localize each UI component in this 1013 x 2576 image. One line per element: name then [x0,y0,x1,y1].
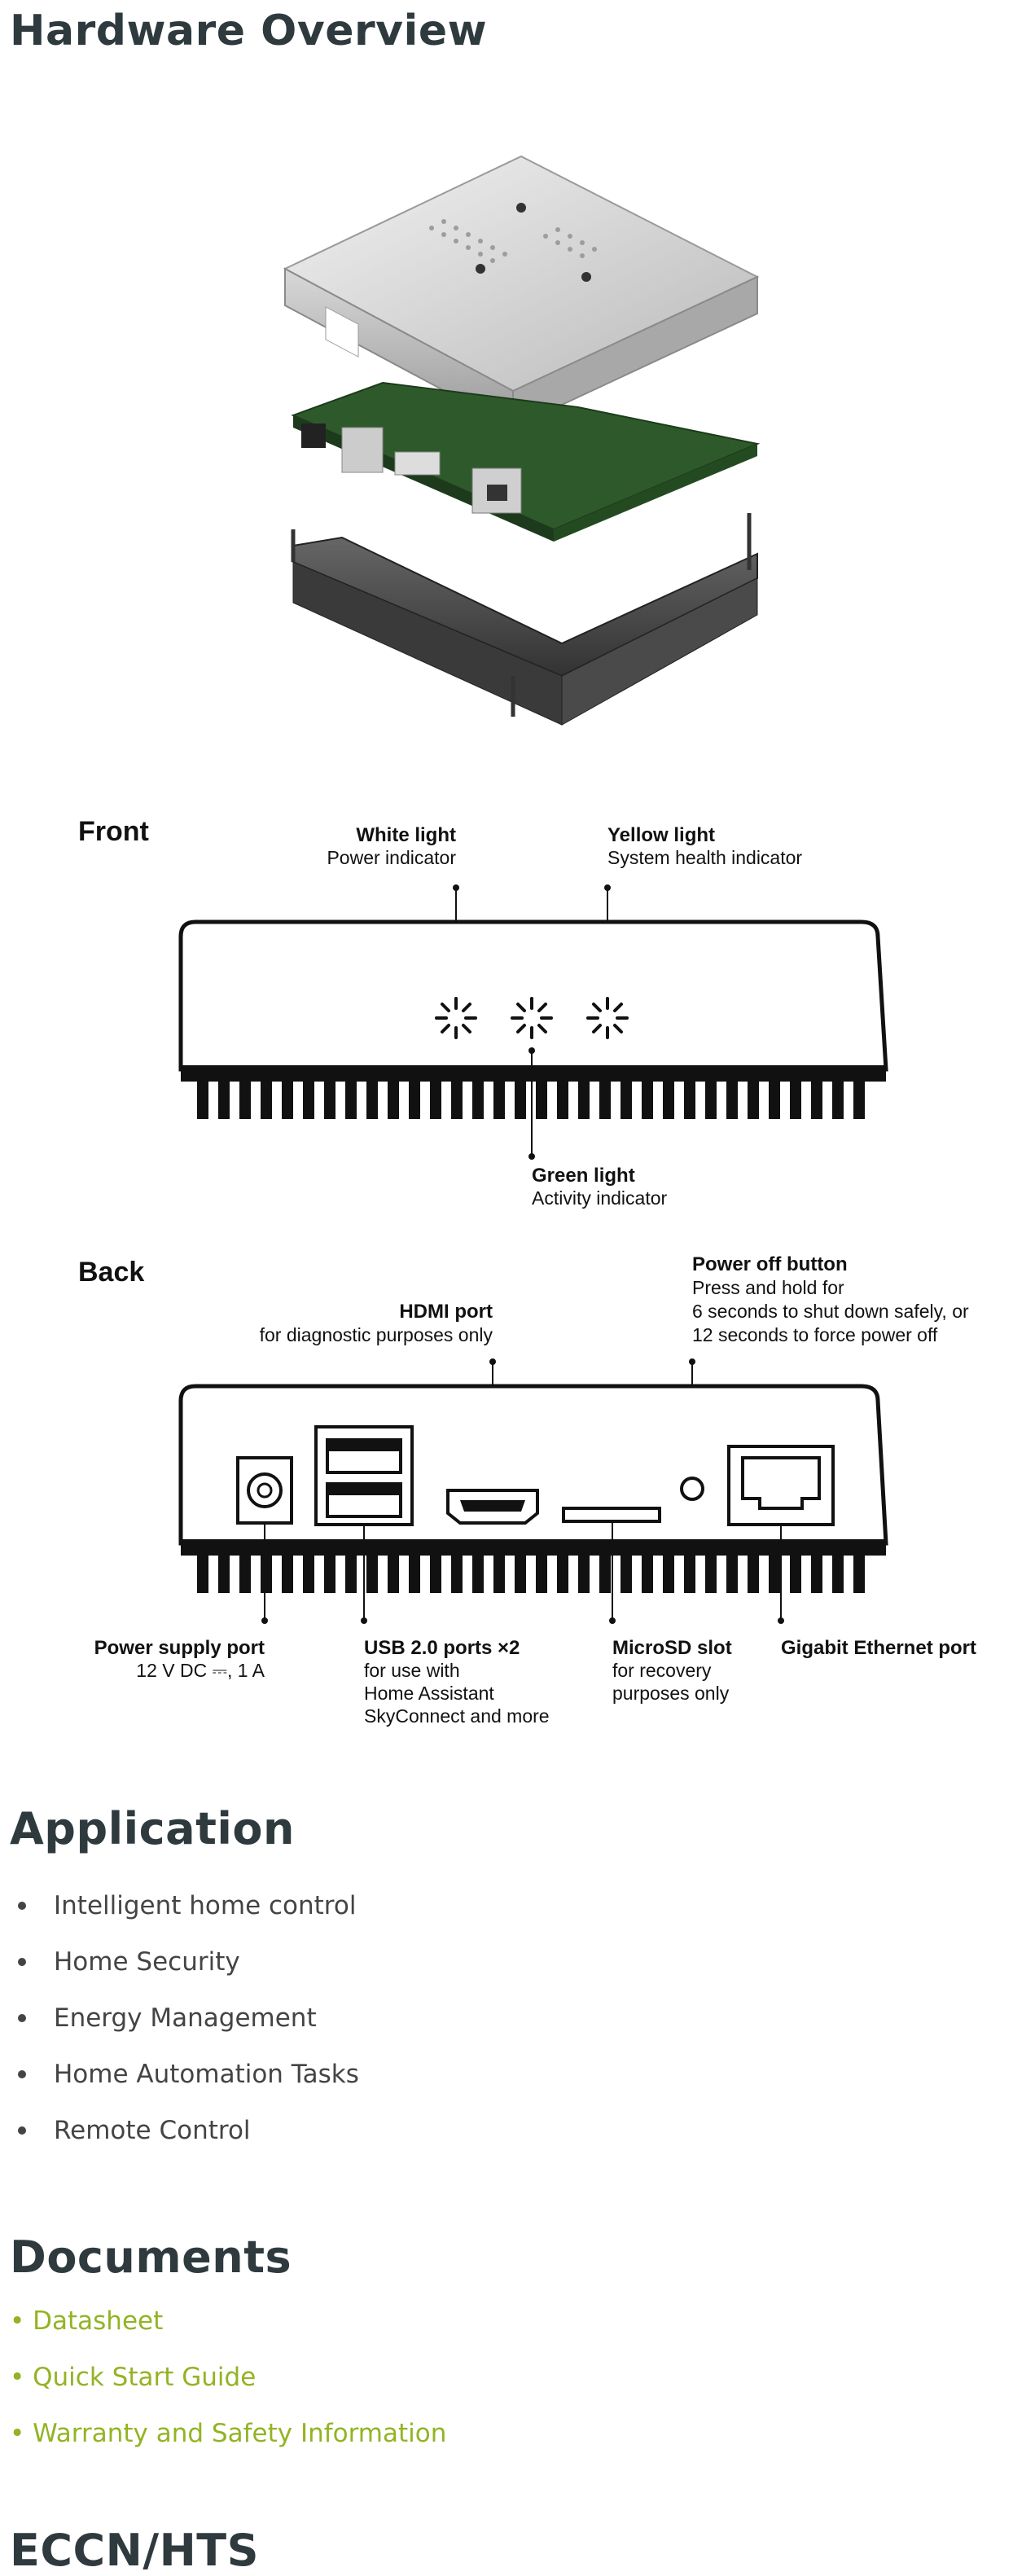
power-supply-port-label: Power supply port [94,1637,265,1659]
yellow-light-icon [586,997,629,1039]
back-heading: Back [78,1257,144,1288]
hdmi-port-desc: for diagnostic purposes only [260,1324,493,1345]
application-item-label: Intelligent home control [54,1891,357,1920]
bullet-icon [18,2070,26,2078]
list-item: • Datasheet [0,2305,446,2361]
quick-start-guide-link[interactable]: • Quick Start Guide [10,2363,257,2392]
front-heading: Front [78,816,149,847]
bullet-icon [18,2126,26,2135]
white-light-icon [435,997,477,1039]
list-item: Home Automation Tasks [0,2058,359,2114]
application-item-label: Energy Management [54,2003,317,2033]
power-off-button-icon [680,1477,704,1501]
ports-diagram: Front White light Power indicator Yellow… [78,816,976,1727]
bullet-icon [18,2014,26,2022]
power-off-button-desc-2: 6 seconds to shut down safely, or [692,1301,969,1322]
application-item-label: Home Automation Tasks [54,2060,359,2089]
microsd-slot-desc-2: purposes only [612,1683,730,1704]
list-item: Intelligent home control [0,1889,359,1946]
usb-ports-desc-1: for use with [364,1660,460,1681]
application-item-label: Remote Control [54,2116,251,2145]
usb-ports-desc-2: Home Assistant [364,1683,494,1704]
application-item-label: Home Security [54,1947,240,1977]
microsd-slot-label: MicroSD slot [612,1637,732,1659]
power-off-button-desc-3: 12 seconds to force power off [692,1324,938,1345]
ethernet-port-icon [727,1445,835,1526]
green-light-desc: Activity indicator [532,1187,668,1209]
yellow-light-desc: System health indicator [607,847,802,868]
ethernet-port-label: Gigabit Ethernet port [781,1637,976,1659]
hdmi-port-label: HDMI port [399,1301,493,1323]
microsd-slot-icon [562,1507,661,1523]
application-list: Intelligent home control Home Security E… [0,1889,359,2170]
white-light-label: White light [356,824,456,846]
list-item: • Warranty and Safety Information [0,2417,446,2473]
application-title: Application [10,1803,295,1854]
hardware-overview-title: Hardware Overview [10,7,488,55]
green-light-icon [511,997,553,1039]
microsd-slot-desc-1: for recovery [612,1660,712,1681]
datasheet-link[interactable]: • Datasheet [10,2306,164,2336]
white-light-desc: Power indicator [327,847,456,868]
usb-ports-label: USB 2.0 ports ×2 [364,1637,520,1659]
usb-ports-icon [314,1425,414,1526]
documents-title: Documents [10,2232,292,2283]
power-off-button-label: Power off button [692,1253,848,1275]
bullet-icon [18,1958,26,1966]
warranty-safety-link[interactable]: • Warranty and Safety Information [10,2419,447,2448]
power-supply-port-desc: 12 V DC ⎓, 1 A [136,1660,265,1681]
power-off-button-desc-1: Press and hold for [692,1277,844,1298]
usb-ports-desc-3: SkyConnect and more [364,1705,550,1727]
list-item: Remote Control [0,2114,359,2170]
eccn-hts-title: ECCN/HTS [10,2525,259,2576]
list-item: Home Security [0,1946,359,2002]
power-supply-port-icon [236,1456,293,1525]
hdmi-port-icon [446,1489,539,1525]
list-item: • Quick Start Guide [0,2361,446,2417]
documents-list: • Datasheet • Quick Start Guide • Warran… [0,2305,446,2473]
green-light-label: Green light [532,1165,635,1187]
list-item: Energy Management [0,2002,359,2058]
product-exploded-image [283,155,761,726]
yellow-light-label: Yellow light [607,824,715,846]
bullet-icon [18,1902,26,1910]
